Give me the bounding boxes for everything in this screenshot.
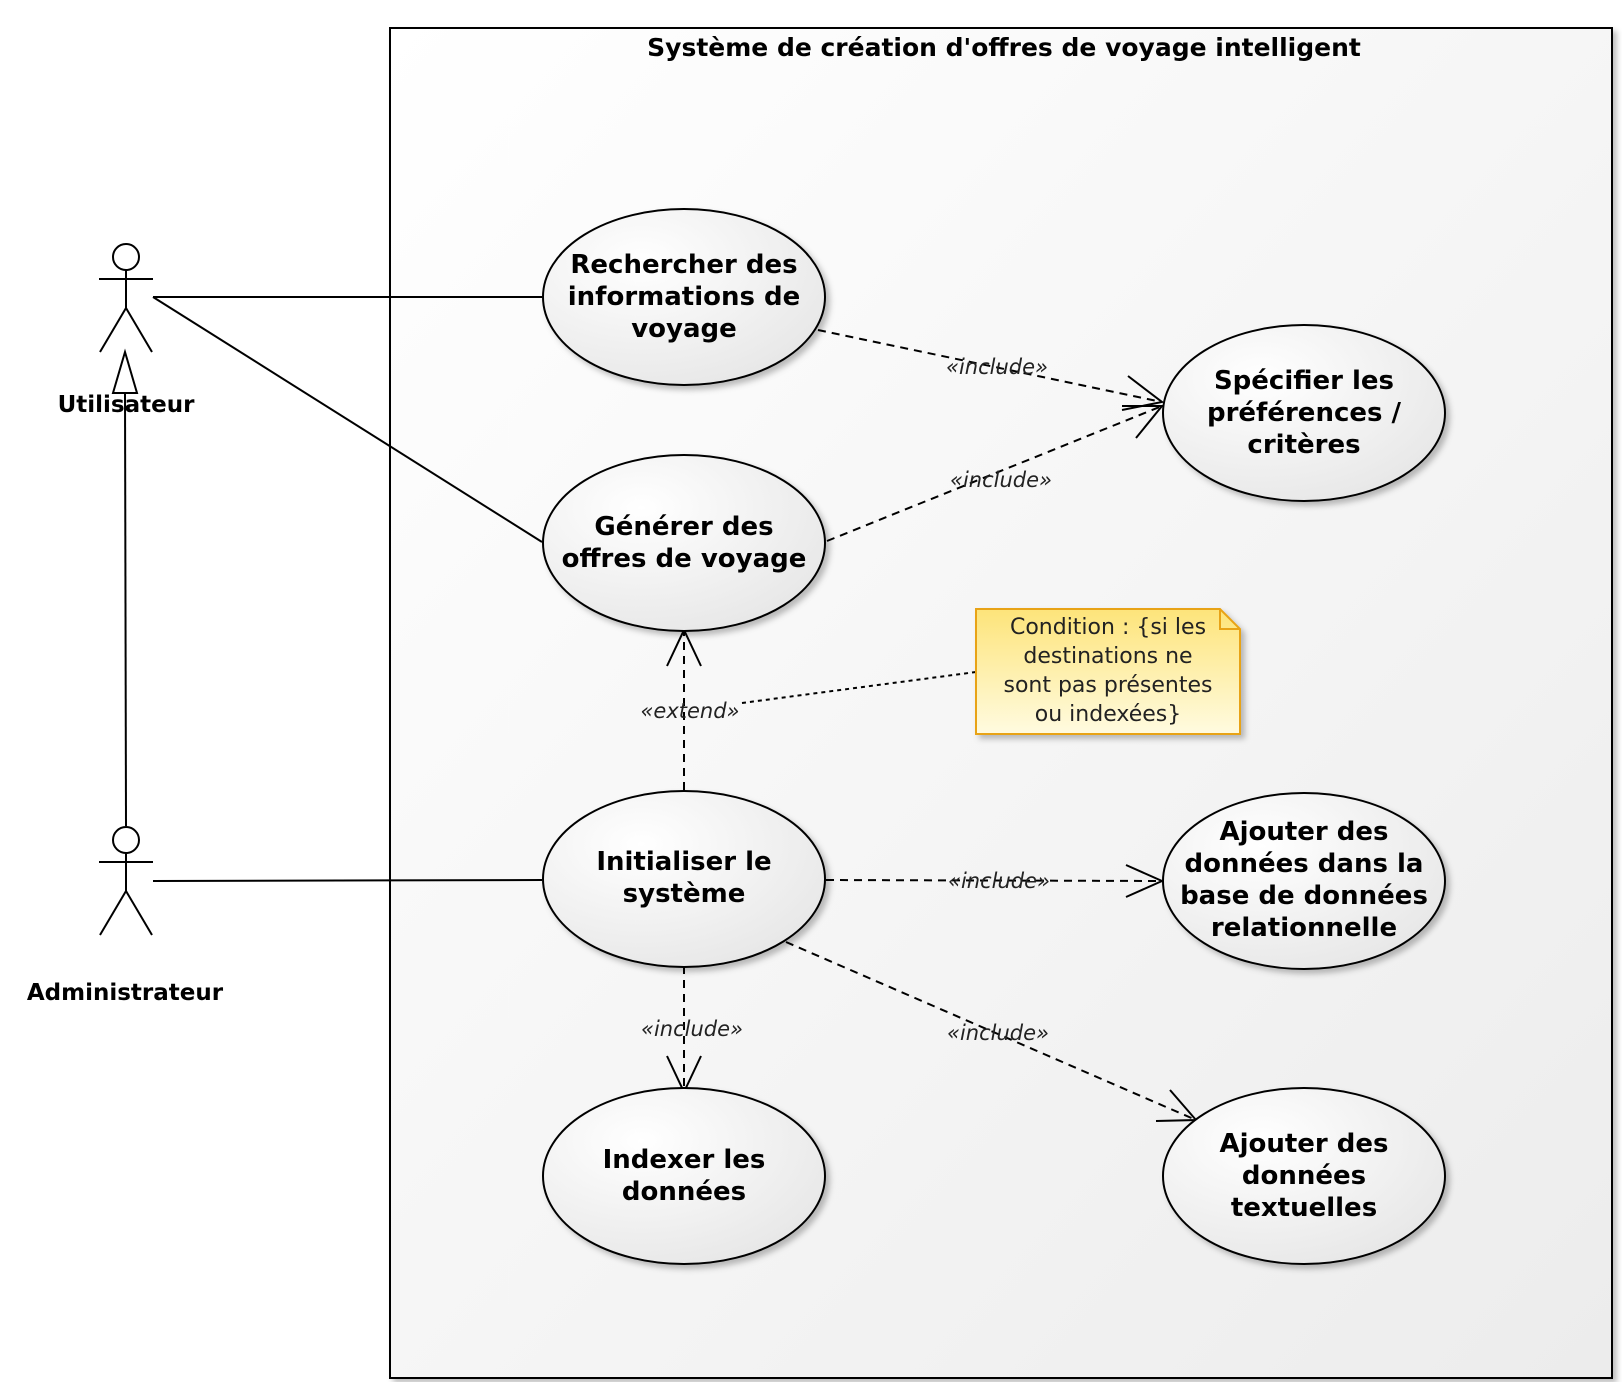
use-case-indexer[interactable]: Indexer les données: [542, 1087, 826, 1265]
association-line: [152, 296, 543, 543]
note-line: ou indexées}: [1035, 702, 1181, 727]
system-title: Système de création d'offres de voyage i…: [647, 33, 1361, 62]
use-case-initialiser[interactable]: Initialiser le système: [542, 790, 826, 968]
use-case-specifier[interactable]: Spécifier les préférences / critères: [1162, 324, 1446, 502]
use-case-label: Initialiser le: [596, 847, 771, 877]
actor-administrateur[interactable]: Administrateur: [27, 826, 224, 1006]
use-case-label: système: [623, 879, 746, 909]
use-case-label: données: [1242, 1161, 1366, 1191]
note-line: sont pas présentes: [1003, 673, 1212, 698]
use-case-ajouter-textuel[interactable]: Ajouter des données textuelles: [1162, 1087, 1446, 1265]
include-label: «include»: [948, 869, 1050, 893]
use-case-generer[interactable]: Générer des offres de voyage: [542, 454, 826, 632]
actor-label-utilisateur: Utilisateur: [58, 392, 196, 418]
actor-head-icon: [112, 826, 140, 854]
include-line: [825, 879, 1163, 882]
open-arrow-icon: [1122, 405, 1165, 439]
use-case-ajouter-relationnel[interactable]: Ajouter des données dans la base de donn…: [1162, 792, 1446, 970]
use-case-label: données dans la: [1185, 849, 1424, 879]
include-label: «include»: [946, 355, 1048, 379]
include-line: [785, 941, 1197, 1121]
associations: [152, 296, 543, 882]
actor-utilisateur[interactable]: Utilisateur: [58, 243, 196, 418]
extend-label: «extend»: [640, 699, 739, 723]
include-line: [826, 405, 1163, 542]
note-line: destinations ne: [1023, 644, 1192, 669]
use-case-label: relationnelle: [1211, 913, 1397, 943]
include-label: «include»: [950, 468, 1052, 492]
dependencies: «include» «include» «extend» «include» «…: [640, 329, 1199, 1122]
note-fold-icon: [1219, 609, 1240, 630]
open-arrow-icon: [1121, 375, 1165, 411]
association-line: [152, 879, 543, 882]
use-case-label: Ajouter des: [1219, 817, 1388, 847]
use-case-label: Indexer les: [603, 1145, 766, 1175]
use-case-label: Spécifier les: [1214, 366, 1394, 396]
use-case-label: données: [622, 1177, 746, 1207]
use-case-label: voyage: [631, 314, 737, 344]
include-label: «include»: [641, 1017, 743, 1041]
use-case-label: Ajouter des: [1219, 1129, 1388, 1159]
actor-label-administrateur: Administrateur: [27, 980, 224, 1006]
include-line: [817, 329, 1163, 403]
use-case-label: Rechercher des: [570, 250, 797, 280]
use-case-label: textuelles: [1231, 1193, 1377, 1223]
use-case-label: informations de: [568, 282, 801, 312]
generalization-arrow: [111, 348, 139, 827]
actor-head-icon: [112, 243, 140, 271]
use-case-label: critères: [1247, 430, 1360, 460]
hollow-triangle-icon: [111, 348, 139, 394]
use-case-label: base de données: [1180, 881, 1428, 911]
include-label: «include»: [947, 1021, 1049, 1045]
use-case-label: préférences /: [1207, 398, 1402, 428]
note-line: Condition : {si les: [1010, 615, 1206, 640]
use-case-rechercher[interactable]: Rechercher des informations de voyage: [542, 208, 826, 386]
use-case-label: Générer des: [594, 512, 773, 542]
condition-note[interactable]: Condition : {si les destinations ne sont…: [975, 608, 1241, 735]
use-case-label: offres de voyage: [562, 544, 807, 574]
